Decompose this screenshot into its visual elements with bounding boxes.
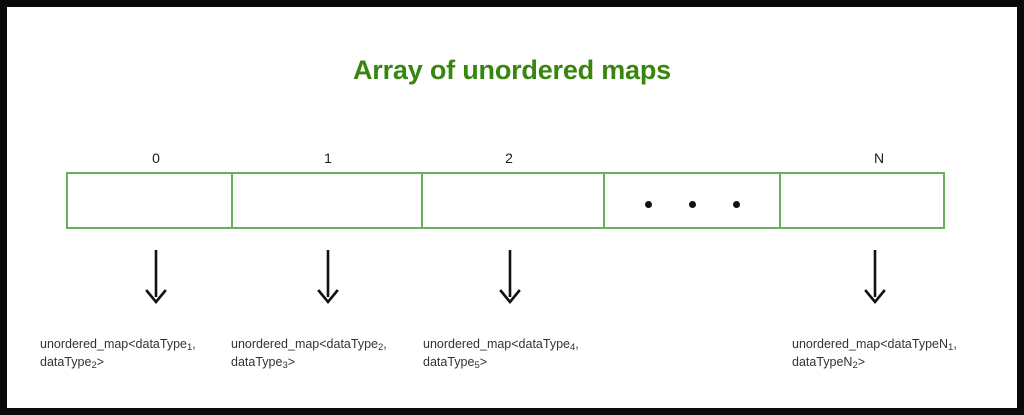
array-index-label-2: 2	[505, 150, 513, 166]
array-index-label-n: N	[873, 150, 885, 166]
map-type-label-n: unordered_map<dataTypeN1, dataTypeN2>	[792, 319, 992, 372]
array-index-label-1: 1	[324, 150, 332, 166]
diagram-sheet: Array of unordered maps 0 1 2 N	[7, 7, 1017, 408]
ellipsis-dot	[732, 201, 740, 208]
arrow-down-icon	[315, 250, 341, 306]
map-type-text: unordered_map<dataType1, dataType2>	[40, 337, 196, 371]
arrow-down-icon	[497, 250, 523, 306]
map-type-text: unordered_map<dataType2, dataType3>	[231, 337, 387, 371]
arrow-down-icon	[862, 250, 888, 306]
ellipsis-dot	[688, 201, 696, 208]
array-cell-n	[781, 174, 943, 227]
map-type-label-2: unordered_map<dataType4, dataType5>	[423, 319, 613, 372]
array-cell-ellipsis	[604, 174, 782, 227]
map-type-label-0: unordered_map<dataType1, dataType2>	[40, 319, 230, 372]
map-type-text: unordered_map<dataTypeN1, dataTypeN2>	[792, 337, 957, 371]
map-type-label-1: unordered_map<dataType2, dataType3>	[231, 319, 421, 372]
array-container	[66, 172, 945, 229]
array-cell-2	[423, 174, 605, 227]
arrow-down-icon	[143, 250, 169, 306]
ellipsis-dot	[644, 201, 652, 208]
array-cell-0	[68, 174, 233, 227]
page-title: Array of unordered maps	[353, 55, 671, 85]
array-cell-1	[232, 174, 424, 227]
map-type-text: unordered_map<dataType4, dataType5>	[423, 337, 579, 371]
ellipsis-dots	[605, 201, 780, 208]
array-index-label-0: 0	[152, 150, 160, 166]
